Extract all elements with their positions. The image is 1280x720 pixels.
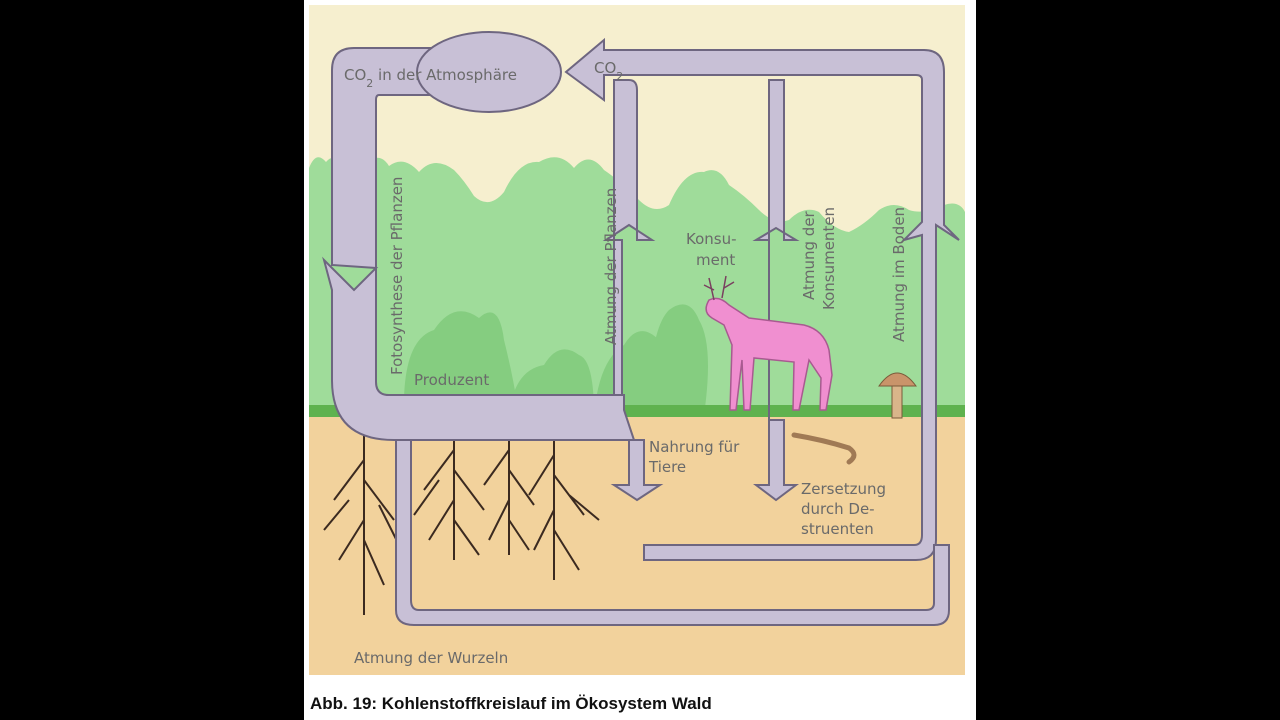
plant-respiration-label: Atmung der Pflanzen (602, 188, 620, 345)
plant-roots (323, 420, 600, 615)
deer-icon (703, 275, 833, 411)
worm-icon (791, 432, 857, 465)
atmosphere-label: CO2 in der Atmosphäre (344, 66, 517, 90)
producer-label: Produzent (414, 371, 489, 389)
co2-arrow-label: CO2 (594, 59, 623, 83)
food-label-2: Tiere (648, 458, 686, 476)
decomposition-label-3: struenten (801, 520, 874, 538)
soil-respiration-label: Atmung im Boden (890, 207, 908, 342)
figure-caption: Abb. 19: Kohlenstoffkreislauf im Ökosyst… (310, 694, 712, 713)
food-arrow (610, 439, 664, 502)
root-respiration-arrow (395, 439, 950, 626)
consumer-respiration-label-1: Atmung der (800, 210, 818, 300)
food-label-1: Nahrung für (649, 438, 740, 456)
carbon-cycle-diagram: CO2 in der Atmosphäre CO2 Fotosynthese d… (304, 0, 976, 690)
decomposition-label-1: Zersetzung (801, 480, 886, 498)
carbon-flow-arrows (322, 31, 960, 626)
mushroom-icon (878, 372, 917, 419)
decomposition-label-2: durch De- (801, 500, 875, 518)
forest-bushes (403, 304, 708, 415)
photosynthesis-arrow (322, 47, 636, 441)
consumer-label-2: ment (696, 251, 735, 269)
plant-respiration-arrow (602, 79, 656, 396)
consumer-respiration-arrow (752, 79, 800, 502)
figure-panel: CO2 in der Atmosphäre CO2 Fotosynthese d… (304, 0, 976, 720)
co2-return-arrow (564, 37, 960, 561)
atmosphere-ellipse (416, 31, 562, 113)
root-respiration-label: Atmung der Wurzeln (354, 649, 508, 667)
photosynthesis-label: Fotosynthese der Pflanzen (388, 177, 406, 375)
consumer-label-1: Konsu- (686, 230, 737, 248)
consumer-respiration-label-2: Konsumenten (820, 207, 838, 310)
